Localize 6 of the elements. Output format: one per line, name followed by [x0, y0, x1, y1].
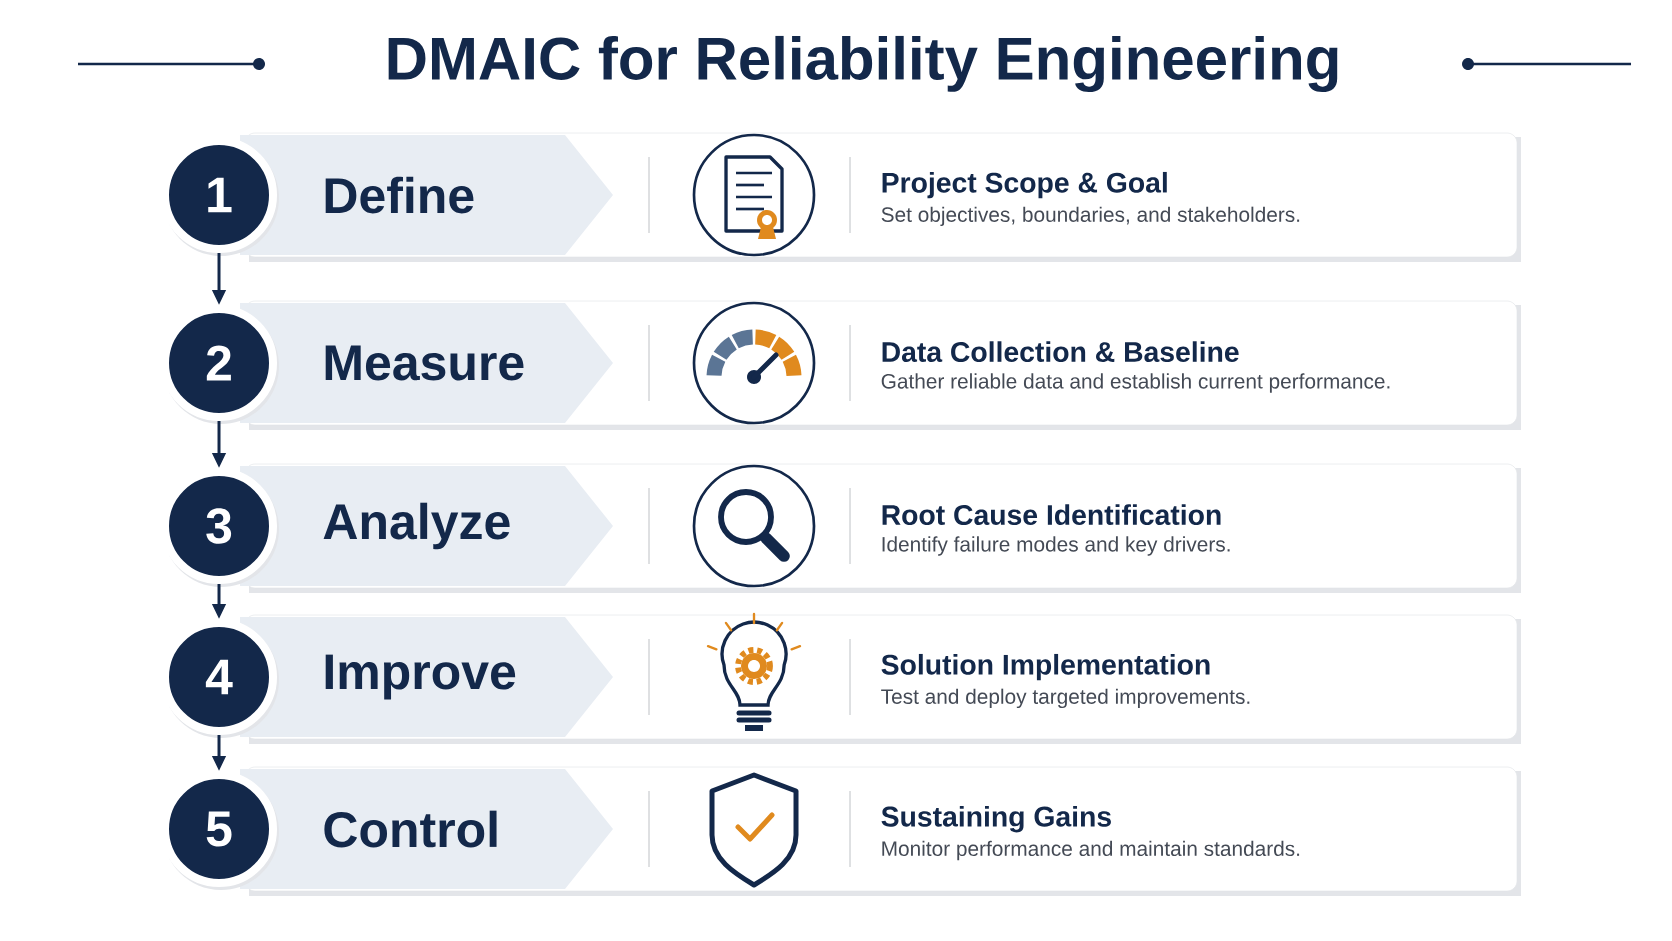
step-description: Solution Implementation Test and deploy targeted improvements.	[881, 653, 1250, 709]
step-description: Sustaining Gains Monitor performance and maintain standards.	[881, 805, 1300, 861]
step-description: Root Cause Identification Identify failure modes and key drivers.	[882, 504, 1230, 556]
step-description: Data Collection & Baseline Gather reliable data and establish current performance.	[881, 341, 1390, 393]
title: DMAIC for Reliability Engineering	[388, 35, 1338, 93]
step-description: Project Scope & Goal Set objectives, boundaries, and stakeholders.	[881, 171, 1300, 227]
